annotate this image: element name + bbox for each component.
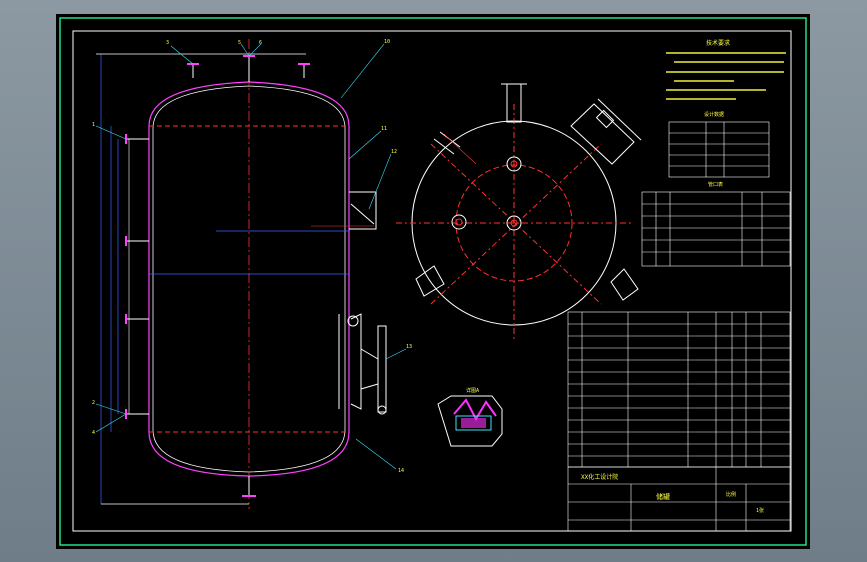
callout-5: 5 bbox=[238, 40, 241, 46]
callout-2: 2 bbox=[92, 400, 95, 406]
outer-border bbox=[59, 17, 807, 546]
callout-4: 4 bbox=[92, 430, 95, 436]
callout-10: 10 bbox=[384, 39, 390, 45]
nozzle-table-title: 管口表 bbox=[708, 181, 723, 188]
cad-drawing-viewport[interactable]: 3 5 6 10 11 12 13 14 1 2 4 bbox=[56, 14, 810, 549]
title-sheet: 1张 bbox=[756, 507, 764, 514]
callout-leaders bbox=[95, 43, 407, 470]
vessel-plan-view bbox=[396, 83, 642, 339]
front-view-dimensions bbox=[96, 53, 374, 505]
callout-13: 13 bbox=[406, 344, 412, 350]
callout-6: 6 bbox=[259, 40, 262, 46]
title-drawing-name: 储罐 bbox=[656, 492, 670, 501]
callout-11: 11 bbox=[381, 126, 387, 132]
design-data-table: 设计数据 bbox=[668, 111, 770, 178]
inner-border bbox=[72, 30, 792, 532]
title-block: XX化工设计院 储罐 比例 1张 bbox=[567, 466, 791, 532]
nozzle-table: 管口表 bbox=[641, 181, 791, 267]
title-scale-label: 比例 bbox=[726, 491, 736, 498]
callout-1: 1 bbox=[92, 122, 95, 128]
technical-requirements: 技术要求 bbox=[666, 39, 786, 100]
design-data-title: 设计数据 bbox=[704, 111, 724, 118]
title-company: XX化工设计院 bbox=[581, 473, 618, 481]
detail-a: 详图A bbox=[437, 387, 503, 447]
callout-labels: 3 5 6 10 11 12 13 14 1 2 4 bbox=[92, 39, 412, 474]
callout-3: 3 bbox=[166, 40, 169, 46]
callout-12: 12 bbox=[391, 149, 397, 155]
parts-list bbox=[567, 311, 791, 468]
detail-a-label: 详图A bbox=[466, 387, 479, 394]
callout-14: 14 bbox=[398, 468, 404, 474]
tech-req-title: 技术要求 bbox=[706, 39, 730, 47]
